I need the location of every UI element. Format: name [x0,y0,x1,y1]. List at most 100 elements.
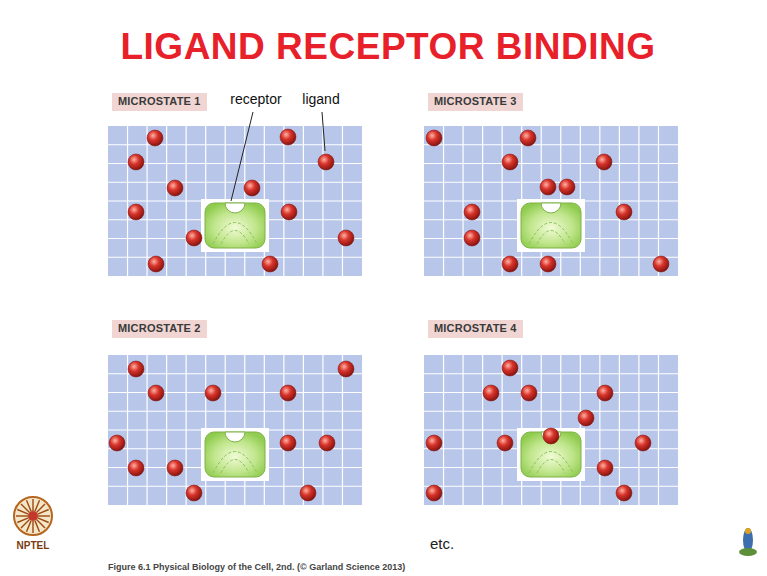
lattice-line [424,163,678,164]
emblem-shape [745,528,751,534]
ligand-sphere [653,256,669,272]
ligand-sphere [597,385,613,401]
ligand-sphere [262,256,278,272]
ligand-sphere [520,130,536,146]
emblem-spoke [35,521,40,532]
ligand-sphere [616,204,632,220]
ligand-sphere [338,361,354,377]
ligand-sphere [483,385,499,401]
emblem-hub [28,511,38,521]
lattice-panel [108,355,362,505]
microstate-label: MICROSTATE 4 [434,322,517,335]
ligand-sphere [578,410,594,426]
lattice-line [108,486,362,487]
receptor-body [521,203,581,248]
emblem-spoke [26,500,31,511]
part-label: ligand [302,91,339,107]
slide-title: LIGAND RECEPTOR BINDING [120,26,655,69]
ligand-sphere [300,485,316,501]
binding-pocket [225,432,245,442]
emblem-spoke [16,515,28,516]
binding-pocket [541,203,561,213]
ligand-sphere [540,179,556,195]
ligand-sphere [616,485,632,501]
ligand-sphere [280,435,296,451]
receptor-contour [221,460,249,474]
receptor-frame [517,199,585,252]
receptor-contour [221,231,249,245]
ligand-sphere [128,154,144,170]
logo-text: NPTEL [17,540,50,552]
ligand-sphere [559,179,575,195]
ligand-sphere [543,428,559,444]
microstate-tag: MICROSTATE 3 [428,93,523,111]
receptor-contour [537,460,565,474]
emblem-shape [739,548,757,556]
lattice-line [108,257,362,258]
ligand-sphere [597,460,613,476]
ligand-sphere [167,180,183,196]
receptor-frame [201,428,269,481]
ligand-sphere [521,385,537,401]
ligand-sphere [596,154,612,170]
ligand-sphere [148,256,164,272]
ligand-sphere [147,130,163,146]
ligand-sphere [186,230,202,246]
ligand-sphere [109,435,125,451]
microstate-tag: MICROSTATE 1 [112,93,207,111]
ligand-sphere [318,154,334,170]
ligand-sphere [128,204,144,220]
microstate-label: MICROSTATE 1 [118,95,201,108]
ligand-sphere [319,435,335,451]
emblem-spoke [17,518,28,523]
nptel-emblem [14,497,52,535]
receptor-contour [213,223,257,245]
ligand-sphere [502,256,518,272]
emblem-spoke [38,509,49,514]
lattice-panel [108,126,362,276]
lattice-line [108,144,362,145]
microstate-tag: MICROSTATE 2 [112,320,207,338]
ligand-sphere [426,130,442,146]
ligand-sphere [280,385,296,401]
lattice-line [108,373,362,374]
ligand-sphere [280,129,296,145]
ligand-sphere [148,385,164,401]
lattice-ground [424,126,678,276]
lattice-ground [108,355,362,505]
ligand-sphere [244,180,260,196]
corner-emblem [739,528,757,556]
ligand-sphere [426,435,442,451]
receptor-contour [529,223,573,245]
lattice-ground [108,126,362,276]
receptor-frame [201,199,269,252]
ligand-sphere [635,435,651,451]
ligand-sphere [205,385,221,401]
receptor-frame [517,428,585,481]
ligand-sphere [502,360,518,376]
ligand-sphere [502,154,518,170]
lattice-line [108,182,362,183]
receptor-contour [213,452,257,474]
ligand-sphere [167,460,183,476]
receptor-contour [537,231,565,245]
emblem-spoke [32,499,33,511]
leader-line [231,112,253,201]
lattice-panel [424,126,678,276]
receptor-contour [529,452,573,474]
note: etc. [430,535,454,552]
ligand-sphere [128,460,144,476]
ligand-sphere [186,485,202,501]
emblem-spoke [38,515,50,516]
ligand-sphere [540,256,556,272]
emblem-spoke [32,521,33,533]
ligand-sphere [464,230,480,246]
part-label: receptor [230,91,281,107]
ligand-sphere [464,204,480,220]
lattice-line [424,144,678,145]
lattice-line [424,373,678,374]
receptor-body [205,432,265,477]
lattice-ground [424,355,678,505]
